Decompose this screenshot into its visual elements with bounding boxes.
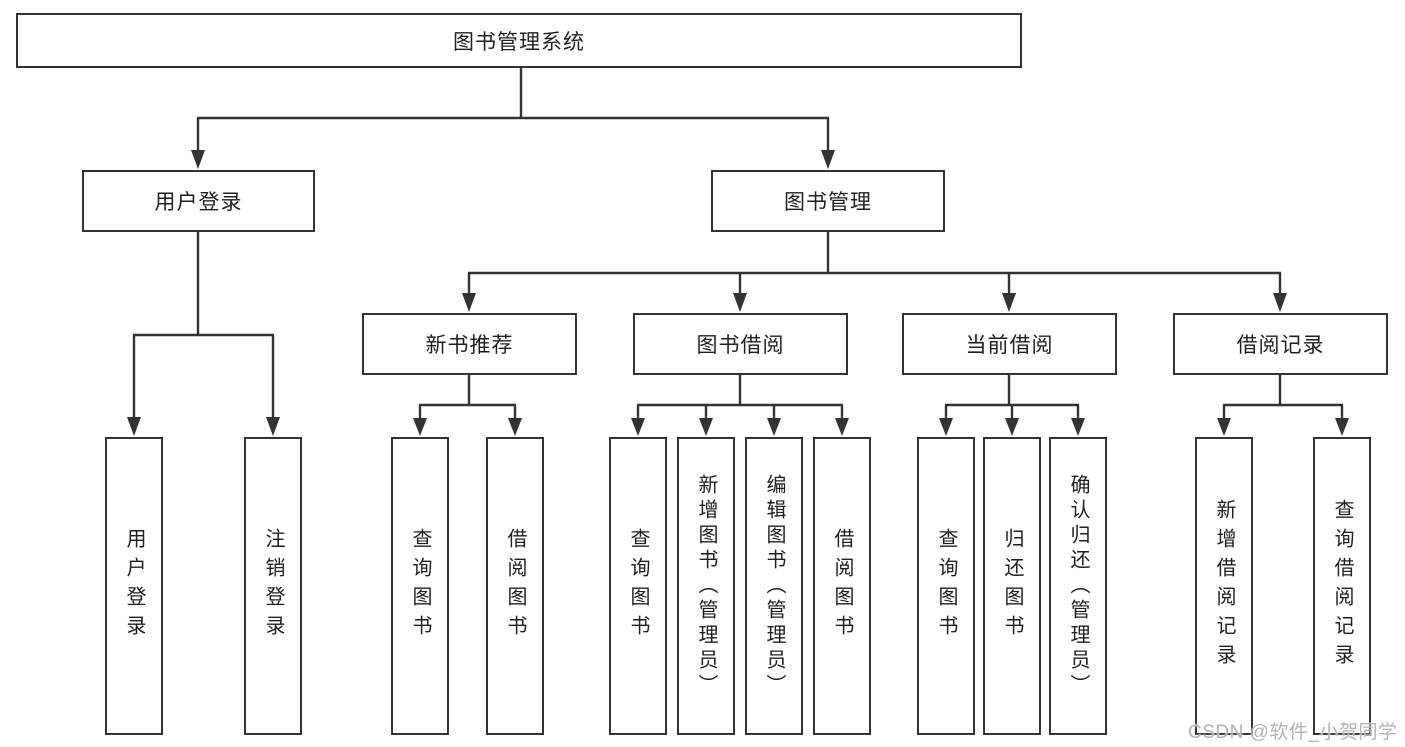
node-leaf-borrow-add-admin: 新增图书（管理员）: [677, 437, 735, 735]
node-leaf-current-query: 查询图书: [917, 437, 975, 735]
node-root: 图书管理系统: [16, 13, 1022, 68]
node-leaf-record-add: 新增借阅记录: [1195, 437, 1253, 735]
node-leaf-current-return: 归还图书: [983, 437, 1041, 735]
node-leaf-record-query: 查询借阅记录: [1313, 437, 1371, 735]
connector-bookborrow-to-leaves: [631, 375, 849, 436]
node-leaf-newbook-query: 查询图书: [391, 437, 449, 735]
node-book-management: 图书管理: [711, 170, 945, 232]
node-leaf-borrow-edit-admin: 编辑图书（管理员）: [745, 437, 803, 735]
node-current-borrow: 当前借阅: [902, 313, 1117, 375]
connector-bookmgmt-to-level3: [462, 232, 1287, 312]
node-leaf-newbook-borrow: 借阅图书: [486, 437, 544, 735]
connector-root-to-level2: [191, 68, 835, 169]
connector-newbook-to-leaves: [413, 375, 522, 436]
node-leaf-user-login: 用户登录: [105, 437, 163, 735]
node-borrow-record: 借阅记录: [1173, 313, 1388, 375]
connector-currentborrow-to-leaves: [939, 375, 1085, 436]
connector-userlogin-to-leaves: [127, 232, 280, 436]
node-leaf-borrow-borrow: 借阅图书: [813, 437, 871, 735]
node-user-login: 用户登录: [82, 170, 315, 232]
node-leaf-current-confirm-admin: 确认归还（管理员）: [1049, 437, 1107, 735]
node-leaf-logout: 注销登录: [244, 437, 302, 735]
csdn-watermark: CSDN @软件_小贺同学: [1188, 722, 1398, 743]
node-book-borrow: 图书借阅: [633, 313, 848, 375]
node-new-book-recommend: 新书推荐: [362, 313, 577, 375]
connector-borrowrecord-to-leaves: [1217, 375, 1349, 436]
node-leaf-borrow-query: 查询图书: [609, 437, 667, 735]
